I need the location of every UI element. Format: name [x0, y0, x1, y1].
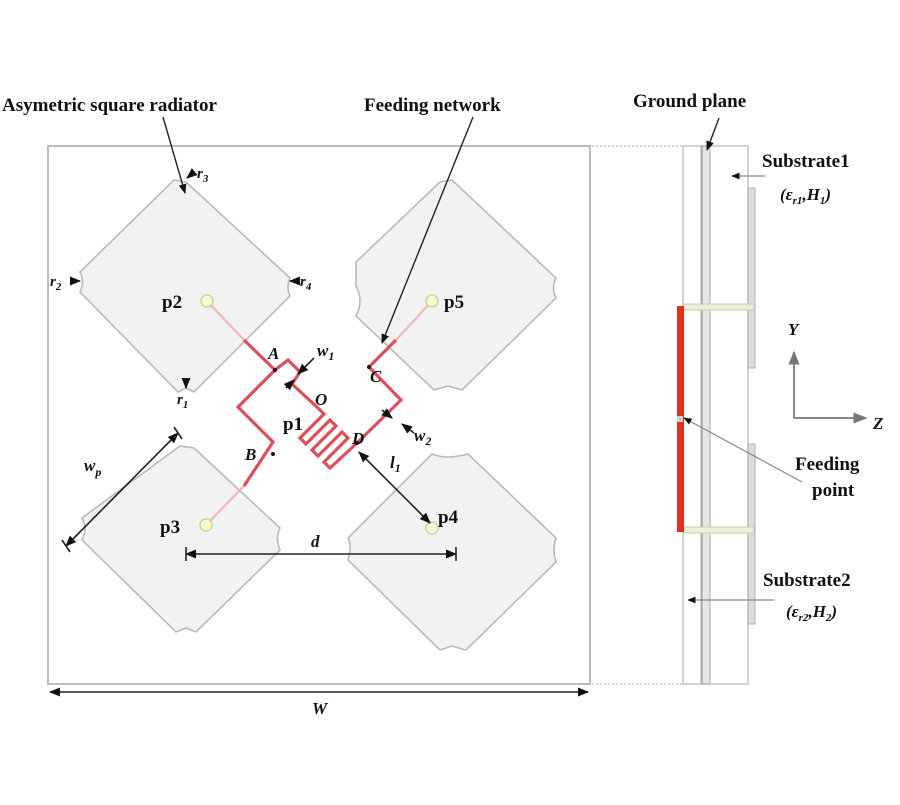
probe-via-side-upper: [683, 303, 755, 311]
z-axis-label: Z: [872, 414, 883, 433]
substrate1-label: Substrate1: [762, 151, 850, 172]
r3-arrow: [186, 168, 198, 179]
node-a-marker: [273, 368, 277, 372]
radiator-callout-arrow: [162, 116, 187, 194]
port-label-p3: p3: [160, 517, 180, 538]
w2-arrow-in: [381, 408, 393, 419]
l1-dimension-line: [358, 451, 431, 524]
port-label-p4: p4: [438, 507, 459, 528]
l1-label: l1: [390, 453, 401, 475]
feed-meander-line: [297, 406, 359, 471]
radiator-callout-label: Asymetric square radiator: [2, 95, 218, 116]
feeding-network-callout-label: Feeding network: [364, 95, 501, 116]
feeding-network-callout-arrow: [381, 116, 474, 344]
node-label-b: B: [244, 445, 256, 464]
feeding-point-marker: [677, 416, 683, 422]
substrate2-side: [682, 145, 702, 685]
r3-label: r3: [197, 166, 209, 185]
wp-tick-start: [61, 539, 71, 553]
wp-dimension-line: [65, 432, 179, 547]
probe-via-side-lower: [683, 526, 755, 534]
w2-arrow-out: [401, 423, 415, 434]
substrate1-params: (εr1,H1): [780, 185, 831, 207]
r1-label: r1: [177, 392, 188, 411]
port-label-p5: p5: [444, 292, 464, 313]
d-label: d: [311, 532, 320, 551]
feeding-point-arrow: [683, 417, 803, 483]
feeding-point-label-line1: Feeding: [795, 454, 860, 475]
probe-via-p2: [200, 294, 214, 308]
radiator-patch-p2: [79, 179, 291, 393]
w2-label: w2: [414, 426, 431, 448]
feeding-point-label-line2: point: [812, 480, 855, 501]
ground-plane-side: [701, 145, 711, 685]
node-c-marker: [367, 365, 371, 369]
probe-via-p3: [199, 518, 213, 532]
wp-label: wp: [84, 456, 101, 479]
node-b-marker: [271, 452, 275, 456]
node-label-d: D: [351, 429, 364, 448]
W-label: W: [312, 699, 329, 718]
ground-plane-label: Ground plane: [633, 91, 746, 112]
node-label-c: C: [370, 367, 382, 386]
w1-arrow-out: [283, 379, 295, 391]
substrate1-side: [709, 145, 749, 685]
node-label-o: O: [315, 390, 327, 409]
port-label-p2: p2: [162, 292, 182, 313]
probe-line-p5: [395, 300, 433, 341]
node-d-marker: [355, 441, 359, 445]
w1-arrow-in: [297, 357, 315, 375]
y-axis-label: Y: [788, 320, 800, 339]
probe-line-p3: [205, 485, 245, 526]
probe-via-p5: [425, 294, 439, 308]
wp-tick-end: [173, 426, 183, 440]
node-label-a: A: [267, 344, 279, 363]
ground-plane-arrow: [706, 117, 720, 151]
r4-label: r4: [300, 274, 312, 293]
radiator-patch-side-upper: [747, 187, 756, 369]
feed-line-right-branch: [355, 338, 404, 445]
port-label-p1: p1: [283, 414, 303, 435]
probe-line-p2: [206, 300, 245, 341]
r2-label: r2: [50, 274, 62, 293]
probe-via-p4: [425, 521, 439, 535]
w1-label: w1: [317, 341, 334, 363]
feed-line-left-branch: [235, 338, 278, 487]
radiator-patch-p5: [355, 179, 557, 391]
substrate2-params: (εr2,H2): [786, 602, 837, 624]
radiator-patch-side-lower: [747, 443, 756, 625]
substrate2-label: Substrate2: [763, 570, 851, 591]
